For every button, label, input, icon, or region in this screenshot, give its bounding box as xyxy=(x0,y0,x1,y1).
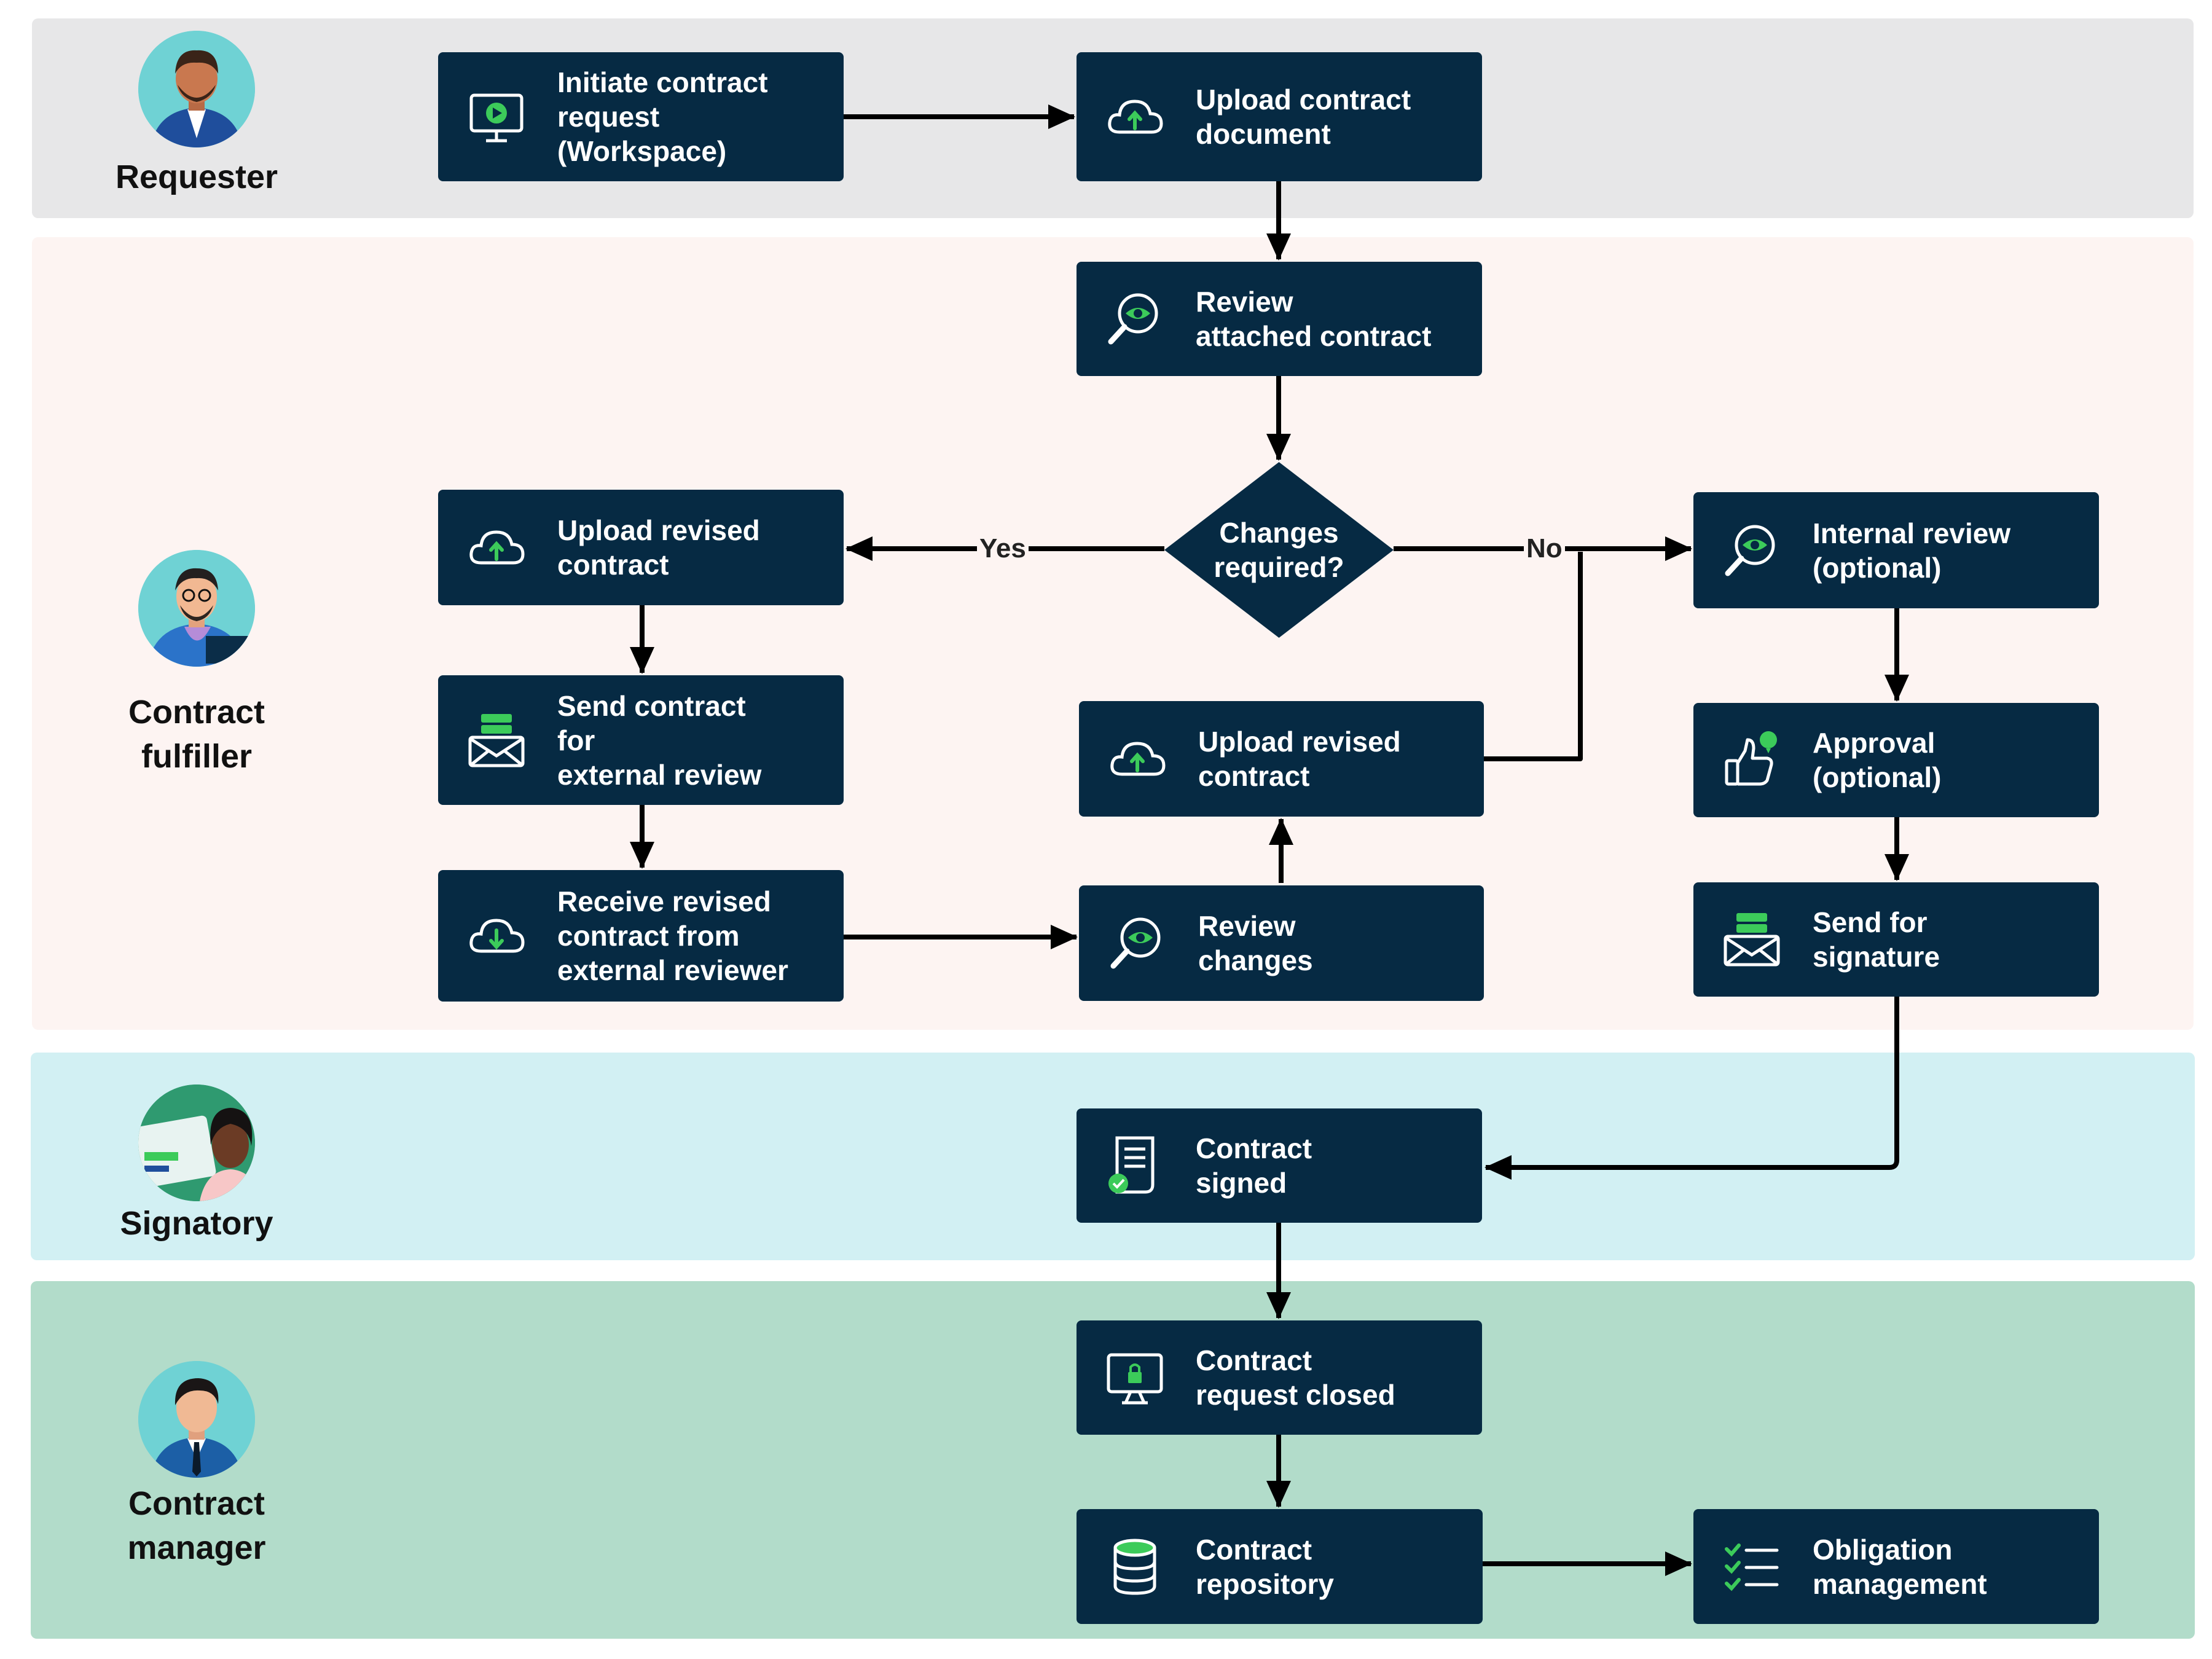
node-label: Upload revised contract xyxy=(1198,726,1401,792)
signatory-avatar-icon xyxy=(138,1084,255,1201)
node-send-contract-external-review[interactable]: Send contract for external review xyxy=(438,675,844,805)
node-review-changes[interactable]: Review changes xyxy=(1079,885,1484,1001)
actor-contract-fulfiller: Contract fulfiller xyxy=(92,550,301,790)
manager-avatar-icon xyxy=(138,1361,255,1478)
node-initiate-contract-request[interactable]: Initiate contract request (Workspace) xyxy=(438,52,844,181)
node-label: Contract repository xyxy=(1196,1533,1334,1600)
decision-changes-required[interactable]: Changes required? xyxy=(1164,462,1394,638)
node-label: Internal review (optional) xyxy=(1813,517,2011,584)
envelope-inbox-icon xyxy=(463,707,530,774)
actor-label: Contract fulfiller xyxy=(92,690,301,779)
diamond-shape xyxy=(1164,462,1394,638)
node-label: Contract signed xyxy=(1196,1132,1312,1199)
fulfiller-avatar-icon xyxy=(138,550,255,667)
node-contract-repository[interactable]: Contract repository xyxy=(1077,1509,1483,1624)
avatar xyxy=(138,1361,255,1478)
actor-contract-manager: Contract manager xyxy=(92,1361,301,1582)
node-review-attached-contract[interactable]: Review attached contract xyxy=(1077,262,1482,376)
magnifier-eye-icon xyxy=(1718,517,1786,584)
node-label: Upload contract document xyxy=(1196,84,1411,150)
node-send-for-signature[interactable]: Send for signature xyxy=(1693,882,2099,997)
cloud-upload-icon xyxy=(1101,83,1169,151)
magnifier-eye-icon xyxy=(1104,909,1171,977)
node-label: Review changes xyxy=(1198,910,1313,976)
node-label: Review attached contract xyxy=(1196,286,1432,352)
actor-label: Signatory xyxy=(120,1205,273,1242)
monitor-lock-icon xyxy=(1101,1344,1169,1411)
edge-label-no: No xyxy=(1524,533,1565,564)
avatar xyxy=(138,31,255,147)
node-obligation-management[interactable]: Obligation management xyxy=(1693,1509,2099,1624)
node-label: Receive revised contract from external r… xyxy=(557,885,788,986)
node-label: Upload revised contract xyxy=(557,514,760,581)
node-approval[interactable]: Approval (optional) xyxy=(1693,703,2099,817)
node-contract-signed[interactable]: Contract signed xyxy=(1077,1108,1482,1223)
node-label: Approval (optional) xyxy=(1813,727,1942,793)
actor-label: Contract manager xyxy=(92,1481,301,1570)
node-contract-request-closed[interactable]: Contract request closed xyxy=(1077,1320,1482,1435)
node-upload-contract-document[interactable]: Upload contract document xyxy=(1077,52,1482,181)
decision-label: Changes required? xyxy=(1214,517,1344,583)
actor-requester: Requester xyxy=(92,31,301,209)
envelope-inbox-icon xyxy=(1718,906,1786,973)
signed-document-icon xyxy=(1101,1132,1169,1199)
database-icon xyxy=(1101,1533,1169,1601)
cloud-upload-icon xyxy=(463,514,530,581)
monitor-play-icon xyxy=(463,83,530,151)
actor-signatory: Signatory xyxy=(92,1084,301,1250)
node-receive-revised-contract[interactable]: Receive revised contract from external r… xyxy=(438,870,844,1002)
node-upload-revised-contract-left[interactable]: Upload revised contract xyxy=(438,490,844,605)
thumbs-up-icon xyxy=(1718,726,1786,794)
node-label: Send for signature xyxy=(1813,906,1940,973)
node-label: Obligation management xyxy=(1813,1533,1987,1600)
edge-label-yes: Yes xyxy=(977,533,1029,564)
checklist-icon xyxy=(1718,1533,1786,1601)
node-upload-revised-contract-mid[interactable]: Upload revised contract xyxy=(1079,701,1484,817)
requester-avatar-icon xyxy=(138,31,255,147)
cloud-download-icon xyxy=(463,902,530,970)
magnifier-eye-icon xyxy=(1101,285,1169,353)
avatar xyxy=(138,550,255,667)
avatar xyxy=(138,1084,255,1201)
actor-label-text: Contract manager xyxy=(127,1485,266,1566)
cloud-upload-icon xyxy=(1104,725,1171,793)
node-label: Send contract for external review xyxy=(557,689,762,791)
actor-label-text: Contract fulfiller xyxy=(128,694,265,775)
node-label: Initiate contract request (Workspace) xyxy=(557,66,768,167)
node-internal-review[interactable]: Internal review (optional) xyxy=(1693,492,2099,608)
node-label: Contract request closed xyxy=(1196,1344,1395,1411)
actor-label: Requester xyxy=(115,159,278,195)
